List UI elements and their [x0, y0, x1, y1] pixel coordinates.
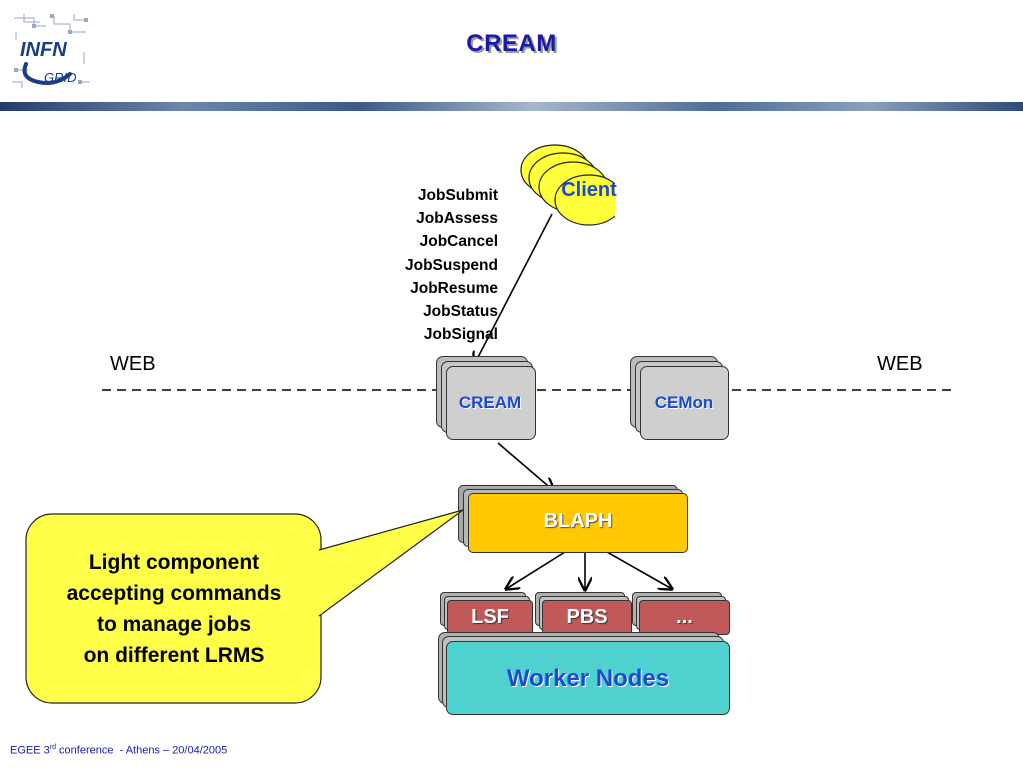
lrms-label-more: ... — [676, 606, 693, 628]
arrow-blaph-to-lsf — [506, 551, 566, 589]
arrow-client-to-cream — [474, 213, 553, 365]
logo-graphic: INFN GRID — [10, 12, 92, 90]
cemon-box-label: CEMon — [654, 393, 714, 412]
web-label-left: WEB — [110, 353, 156, 375]
cemon-box[interactable] — [640, 366, 729, 440]
lrms-lsf-stack: LSF — [440, 592, 536, 636]
client-label: Client — [561, 179, 617, 201]
page-title: CREAM — [466, 30, 557, 57]
callout-text: Light component accepting commands to ma… — [28, 547, 320, 671]
client-ellipse[interactable] — [554, 174, 615, 226]
arrow-cream-to-blaph — [497, 442, 554, 491]
lrms-pbs-stack: PBS — [535, 592, 635, 636]
cream-box-stack: CREAM — [436, 356, 540, 442]
footer-prefix: EGEE 3 — [10, 744, 50, 757]
command-item: JobCancel — [419, 233, 498, 251]
header-banner — [0, 102, 1023, 111]
cream-box-label: CREAM — [458, 393, 522, 412]
cemon-box-stack: CEMon — [630, 356, 734, 442]
command-item: JobSuspend — [404, 256, 498, 274]
footer: EGEE 3rd conference - Athens – 20/04/200… — [10, 744, 227, 757]
lrms-box-more[interactable] — [639, 600, 730, 635]
lrms-more-stack: ... — [632, 592, 732, 636]
command-list: JobSubmit JobAssess JobCancel JobSuspend… — [340, 184, 498, 346]
blaph-box[interactable] — [468, 493, 688, 553]
callout-line: on different LRMS — [83, 644, 265, 667]
footer-rest: conference - Athens – 20/04/2005 — [55, 744, 228, 757]
lrms-label-pbs: PBS — [566, 606, 608, 628]
command-item: JobSubmit — [417, 187, 498, 204]
callout-line: Light component — [88, 551, 260, 574]
web-label-right: WEB — [877, 353, 923, 375]
footer-sup: rd — [49, 744, 56, 751]
command-item: JobResume — [410, 279, 498, 297]
lrms-box-pbs[interactable] — [542, 600, 632, 635]
callout-shape — [25, 509, 464, 704]
worker-nodes-label: Worker Nodes — [506, 665, 670, 692]
command-item: JobStatus — [423, 303, 498, 321]
command-item: JobAssess — [416, 210, 498, 228]
callout-line: accepting commands — [66, 582, 282, 605]
blaph-box-stack: BLAPH — [458, 485, 690, 555]
worker-nodes-box[interactable] — [446, 641, 730, 715]
blaph-box-label: BLAPH — [543, 510, 613, 532]
infn-grid-logo: INFN GRID — [10, 12, 92, 90]
arrow-blaph-to-more — [606, 551, 672, 589]
lrms-label-lsf: LSF — [471, 606, 509, 628]
logo-grid-text: GRID — [44, 70, 77, 85]
command-item: JobSignal — [423, 326, 498, 344]
callout-line: to manage jobs — [96, 613, 252, 636]
cream-box[interactable] — [446, 366, 536, 440]
logo-infn-text: INFN — [20, 39, 67, 61]
worker-nodes-stack: Worker Nodes — [438, 632, 734, 716]
client-stack: Client — [515, 140, 617, 230]
